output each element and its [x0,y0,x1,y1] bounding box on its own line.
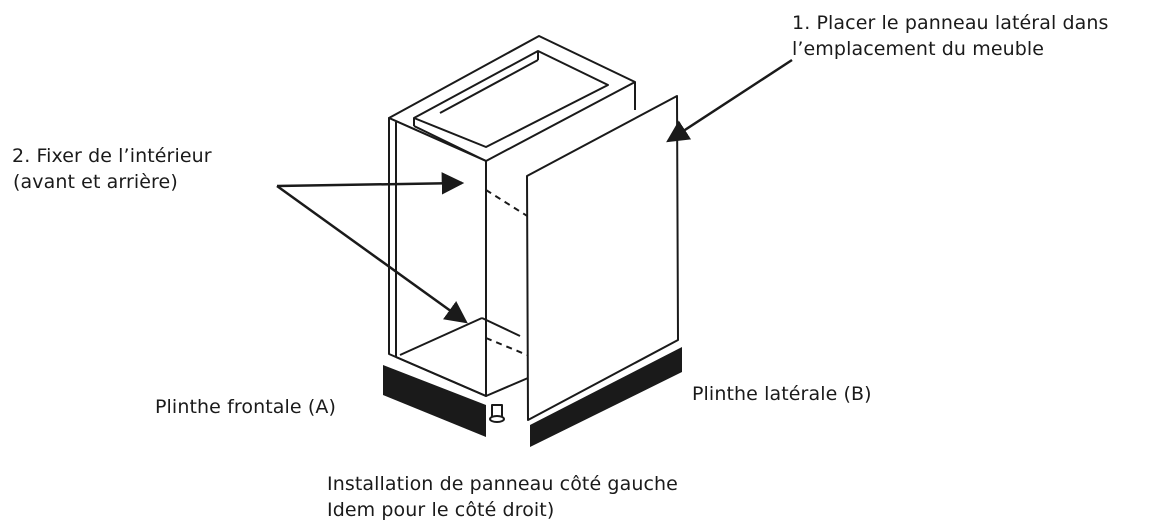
diagram-caption: Installation de panneau côté gauche Idem… [327,471,678,523]
label-plinth-front: Plinthe frontale (A) [155,394,336,420]
annotation-step2-line2: (avant et arrière) [13,171,178,193]
annotation-step1-line1: 1. Placer le panneau latéral dans [792,12,1109,34]
plinth-side-shape [530,347,682,447]
arrow-step2-to-rear-fixing [276,184,468,324]
label-plinth-side: Plinthe latérale (B) [692,381,872,407]
annotation-step1-line2: l’emplacement du meuble [792,38,1045,60]
caption-line2: Idem pour le côté droit) [327,499,555,521]
annotation-step2-line1: 2. Fixer de l’intérieur [12,145,212,167]
caption-line1: Installation de panneau côté gauche [327,473,678,495]
side-panel [526,95,679,421]
plinth-front-shape [383,365,486,437]
arrow-step1-to-panel [666,58,793,143]
label-plinth-front-text: Plinthe frontale (A) [155,396,336,418]
annotation-step1: 1. Placer le panneau latéral dans l’empl… [792,10,1109,62]
arrow-step2-to-front-fixing [276,172,465,195]
label-plinth-side-text: Plinthe latérale (B) [692,383,872,405]
annotation-step2: 2. Fixer de l’intérieur (avant et arrièr… [12,143,212,195]
